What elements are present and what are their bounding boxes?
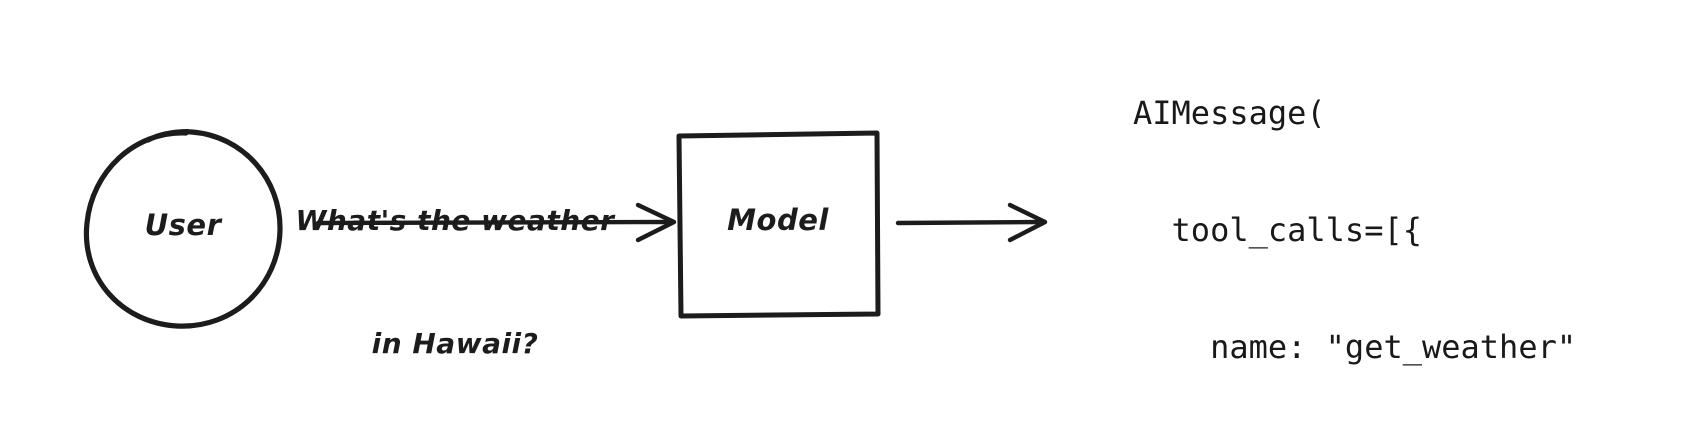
arrow-model-to-message: [895, 202, 1048, 243]
model-box-shape: [676, 130, 881, 319]
ai-message-code-block: AIMessage( tool_calls=[{ name: "get_weat…: [1133, 16, 1615, 432]
arrow-user-to-model: [315, 202, 677, 243]
user-node-label: User: [144, 208, 222, 242]
user-query-line-2: in Hawaii?: [371, 327, 539, 360]
user-query-label: What's the weather in Hawaii?: [290, 118, 620, 432]
user-circle-overshoot: [148, 129, 190, 141]
code-line: AIMessage(: [1133, 94, 1326, 132]
user-circle-shape: [83, 129, 283, 329]
code-line: name: "get_weather": [1133, 328, 1577, 366]
user-query-line-1: What's the weather: [295, 204, 615, 237]
model-node-label: Model: [727, 203, 829, 237]
code-line: tool_calls=[{: [1133, 211, 1422, 249]
